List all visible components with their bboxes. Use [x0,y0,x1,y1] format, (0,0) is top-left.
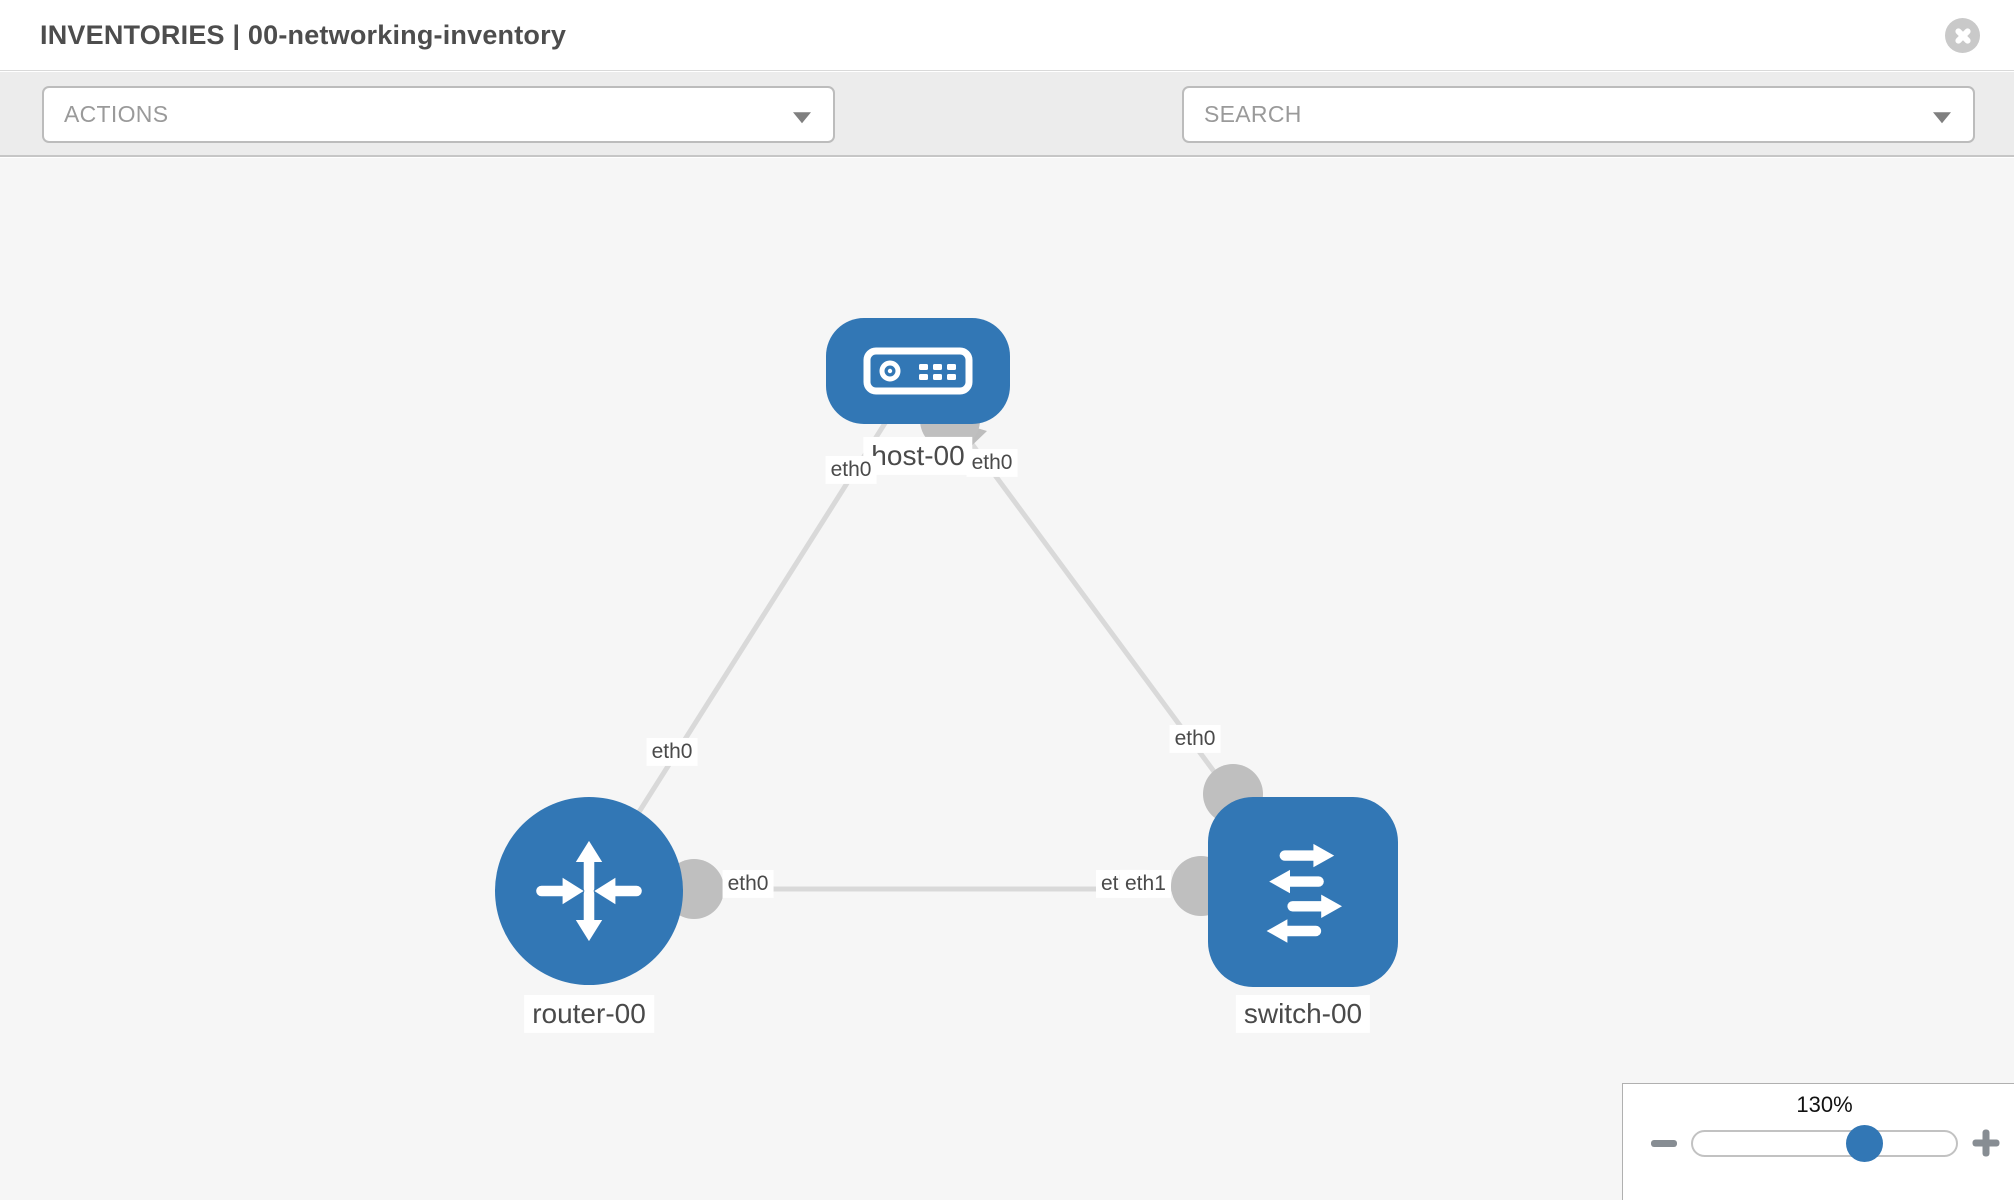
node-label-switch: switch-00 [1235,994,1371,1034]
interface-label-router-eth0-diagonal: eth0 [646,737,698,767]
header: INVENTORIES | 00-networking-inventory [0,0,2014,71]
interface-label-host-eth0-left: eth0 [825,455,877,485]
interface-label-switch-eth0-top: eth0 [1169,724,1221,754]
zoom-level-label: 130% [1796,1092,1853,1117]
actions-dropdown-label: ACTIONS [64,101,169,127]
zoom-out-button[interactable] [1647,1126,1681,1160]
host-icon [863,347,973,395]
chevron-down-icon [1933,111,1951,123]
close-icon [1954,27,1971,44]
router-icon [536,840,642,942]
plus-icon [1973,1130,2000,1157]
topology-links [586,369,1306,894]
node-label-router: router-00 [524,994,654,1034]
zoom-in-button[interactable] [1969,1126,2003,1160]
zoom-slider[interactable] [1691,1130,1958,1157]
node-label-host: host-00 [863,436,973,476]
node-switch-00[interactable] [1208,797,1398,987]
actions-dropdown[interactable]: ACTIONS [42,86,835,143]
interface-label-host-eth0-right: eth0 [966,448,1018,478]
node-router-00[interactable] [495,797,683,985]
topology-canvas[interactable]: host-00 router-00 switch-00 eth0 eth0 et… [0,158,2014,1200]
switch-icon [1266,843,1342,943]
toolbar: ACTIONS SEARCH [0,72,2014,201]
close-button[interactable] [1945,18,1980,53]
interface-label-router-eth0-horizontal: eth0 [722,869,774,899]
page-title: INVENTORIES | 00-networking-inventory [40,20,567,50]
zoom-slider-thumb[interactable] [1846,1125,1883,1162]
node-host-00[interactable] [826,318,1010,424]
search-placeholder: SEARCH [1204,101,1302,127]
interface-label-switch-eth1: eth1 [1120,869,1171,899]
zoom-control-panel: 130% [1622,1083,2014,1200]
search-dropdown[interactable]: SEARCH [1182,86,1975,143]
minus-icon [1651,1139,1677,1147]
chevron-down-icon [793,111,811,123]
